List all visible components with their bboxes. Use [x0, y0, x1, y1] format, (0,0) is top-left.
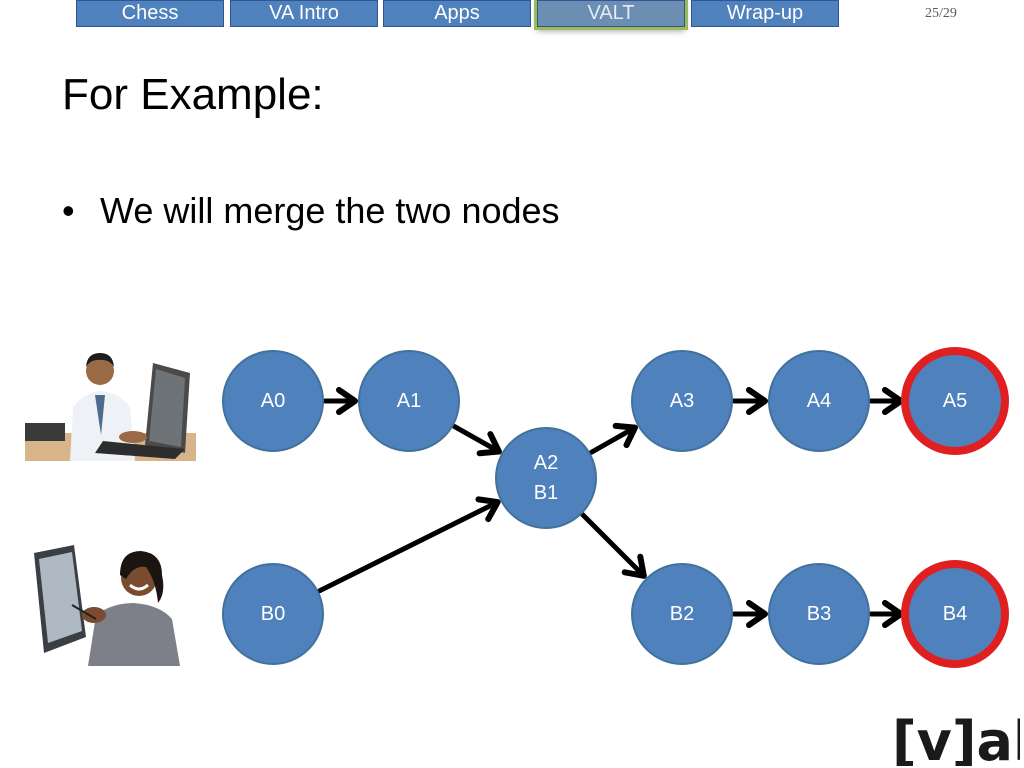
node-a3: A3: [631, 350, 733, 452]
node-circle: [495, 427, 597, 529]
node-label: A3: [670, 390, 694, 412]
node-circle: [631, 563, 733, 665]
edges-layer: [317, 387, 904, 628]
edge-arrow: [588, 422, 639, 455]
node-circle: [901, 347, 1009, 455]
node-label: A0: [261, 390, 285, 412]
node-a4: A4: [768, 350, 870, 452]
node-a5: A5: [901, 347, 1009, 455]
slide-counter: 25/29: [925, 6, 957, 21]
section-nav: Chess VA Intro Apps VALT Wrap-up 25/29: [0, 0, 1024, 30]
node-b4: B4: [901, 560, 1009, 668]
nav-tab-chess[interactable]: Chess: [76, 0, 224, 27]
node-label: A4: [807, 390, 831, 412]
node-label: B2: [670, 603, 694, 625]
node-circle: [222, 350, 324, 452]
edge-arrow: [317, 496, 501, 594]
edge-arrow: [868, 600, 904, 628]
node-a1: A1: [358, 350, 460, 452]
valt-logo-text: [v]alt: [892, 710, 1020, 766]
man-with-laptop-photo: [25, 345, 196, 461]
node-label: A1: [397, 390, 421, 412]
node-circle: [631, 350, 733, 452]
edge-arrow: [868, 387, 904, 415]
edge-arrow: [451, 423, 502, 457]
node-label: B3: [807, 603, 831, 625]
bullet-item: • We will merge the two nodes: [62, 190, 560, 232]
nav-tab-valt[interactable]: VALT: [537, 0, 685, 27]
node-label: A5: [943, 390, 967, 412]
nav-tab-wrap-up[interactable]: Wrap-up: [691, 0, 839, 27]
edge-arrow: [731, 600, 768, 628]
edge-arrow: [580, 512, 647, 579]
node-label: A2: [534, 452, 558, 474]
node-b3: B3: [768, 563, 870, 665]
node-circle: [358, 350, 460, 452]
bullet-text: We will merge the two nodes: [100, 190, 560, 231]
node-circle: [222, 563, 324, 665]
nav-tab-va-intro[interactable]: VA Intro: [230, 0, 378, 27]
edge-arrow: [731, 387, 768, 415]
edge-arrow: [322, 387, 358, 415]
node-a0: A0: [222, 350, 324, 452]
valt-logo: [v]alt: [892, 710, 1020, 766]
woman-with-stylus-photo: [34, 545, 188, 666]
node-circle: [768, 563, 870, 665]
node-b0: B0: [222, 563, 324, 665]
bullet-dot-icon: •: [62, 190, 75, 231]
node-b2: B2: [631, 563, 733, 665]
slide-title: For Example:: [62, 70, 324, 119]
node-label: B1: [534, 482, 558, 504]
node-label: B4: [943, 603, 967, 625]
nav-tab-apps[interactable]: Apps: [383, 0, 531, 27]
node-circle: [768, 350, 870, 452]
node-label: B0: [261, 603, 285, 625]
node-circle: [901, 560, 1009, 668]
